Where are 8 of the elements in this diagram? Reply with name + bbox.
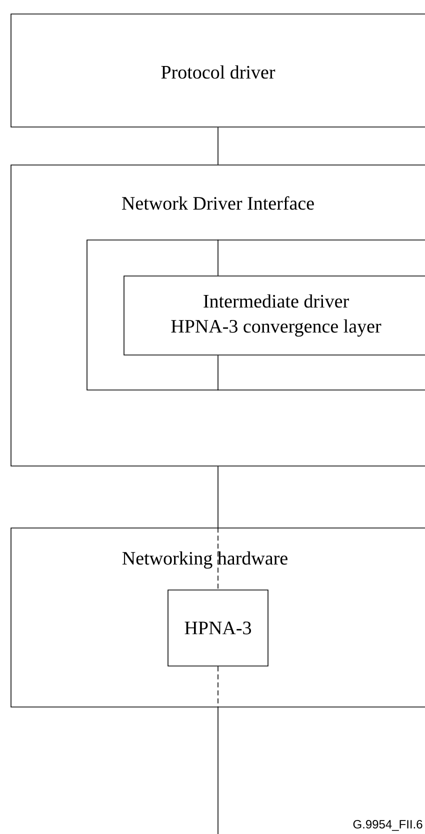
figure-number: G.9954_FII.6 — [353, 820, 422, 831]
box-label: HPNA-3 convergence layer — [171, 319, 382, 337]
box-label: Network Driver Interface — [122, 196, 314, 210]
box-label: HPNA-3 — [184, 622, 251, 634]
box-label: Intermediate driver — [204, 294, 349, 308]
box-label: Networking hardware — [122, 551, 288, 569]
layer-box — [86, 240, 425, 390]
box-label: Protocol driver — [161, 65, 276, 79]
